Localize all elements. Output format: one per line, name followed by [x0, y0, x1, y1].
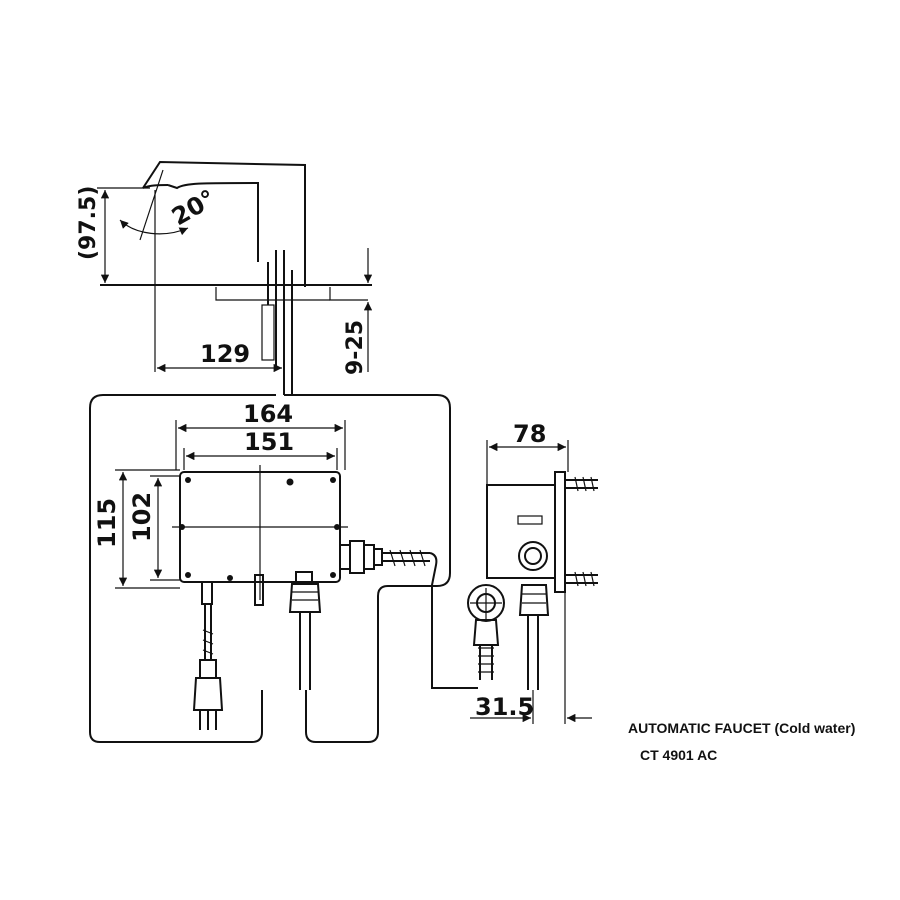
cabinet-outline	[89, 394, 451, 743]
dim-20-label: 20°	[167, 184, 220, 231]
solenoid-front	[467, 584, 505, 680]
dim-151-label: 151	[244, 428, 294, 456]
caption-model: CT 4901 AC	[640, 747, 717, 763]
valve-side-view	[486, 471, 598, 690]
dim-9-25-label: 9-25	[343, 320, 368, 375]
dim-78-label: 78	[513, 420, 546, 448]
dim-129: 129	[154, 190, 282, 373]
caption-title: AUTOMATIC FAUCET (Cold water)	[628, 720, 855, 736]
dim-20-degree: 20°	[119, 169, 220, 241]
dim-115-label: 115	[93, 498, 121, 548]
dim-102: 102	[128, 475, 180, 581]
control-box	[172, 465, 478, 689]
dim-151: 151	[183, 428, 338, 470]
dim-115: 115	[93, 469, 180, 589]
sensor-cable	[254, 574, 264, 606]
dim-9-25: 9-25	[343, 248, 373, 375]
water-inlet	[288, 571, 322, 690]
dim-164: 164	[175, 400, 346, 470]
dim-31-5: 31.5	[470, 592, 592, 724]
dim-97-5: (97.5)	[76, 186, 150, 283]
dim-164-label: 164	[243, 400, 293, 428]
dim-129-label: 129	[200, 340, 250, 368]
dim-102-label: 102	[128, 492, 156, 542]
dim-31-5-label: 31.5	[475, 693, 534, 721]
faucet-body	[100, 160, 372, 395]
power-plug	[192, 581, 224, 730]
dim-97-5-label: (97.5)	[76, 186, 101, 260]
dim-78: 78	[486, 420, 569, 485]
